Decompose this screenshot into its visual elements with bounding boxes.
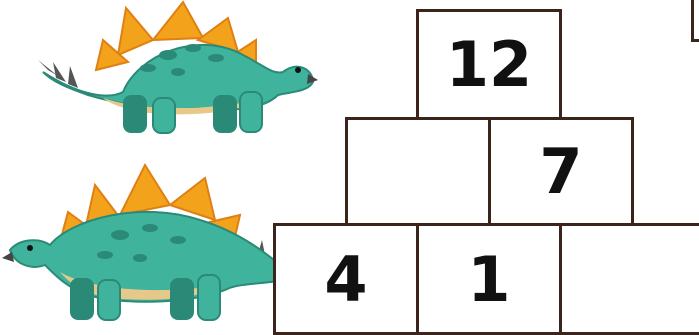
pyramid-middle-brick-1[interactable] [345, 117, 491, 226]
frame-edge-corner [691, 39, 699, 42]
pyramid-bottom-brick-1[interactable]: 4 [273, 223, 419, 335]
pyramid-middle-brick-2[interactable]: 7 [488, 117, 634, 226]
stegosaurus-illustration-top [28, 0, 318, 140]
pyramid-bottom-brick-2[interactable]: 1 [416, 223, 562, 335]
stegosaurus-illustration-bottom [0, 160, 300, 325]
frame-edge-line [691, 0, 694, 42]
pyramid-bottom-brick-3[interactable] [559, 223, 699, 335]
pyramid-top-brick[interactable]: 12 [416, 9, 562, 120]
